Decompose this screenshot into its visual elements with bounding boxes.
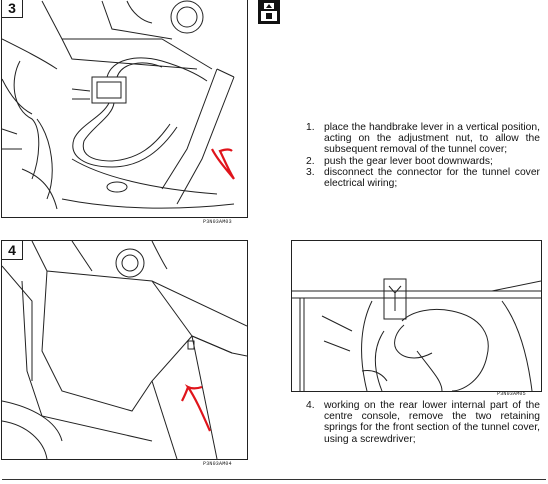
figure-5-drawing — [292, 278, 541, 391]
figure-5-code: P3N03AM05 — [497, 391, 526, 397]
step-3: 3.disconnect the connector for the tunne… — [306, 166, 540, 190]
figure-5 — [291, 240, 542, 392]
figure-4-code: P3N03AM04 — [203, 461, 232, 467]
figure-3-code: P3N03AM03 — [203, 219, 232, 225]
steps-1-3: 1.place the handbrake lever in a vertica… — [302, 122, 540, 189]
figure-3-number: 3 — [2, 0, 23, 18]
red-arrow-annotation — [211, 148, 235, 180]
figure-4-number: 4 — [2, 241, 23, 260]
step-1: 1.place the handbrake lever in a vertica… — [306, 122, 540, 156]
footer-rule — [2, 479, 546, 480]
red-arrow-annotation — [181, 384, 212, 432]
figure-3: 3 — [1, 0, 248, 218]
step-2: 2.push the gear lever boot downwards; — [306, 155, 493, 167]
steps-4: 4.working on the rear lower internal par… — [302, 400, 540, 445]
figure-3-drawing — [2, 0, 235, 210]
step-4: 4.working on the rear lower internal par… — [306, 400, 540, 445]
figure-4-drawing — [2, 241, 247, 459]
figure-4: 4 — [1, 240, 248, 460]
tunnel-cover-icon — [258, 0, 280, 24]
